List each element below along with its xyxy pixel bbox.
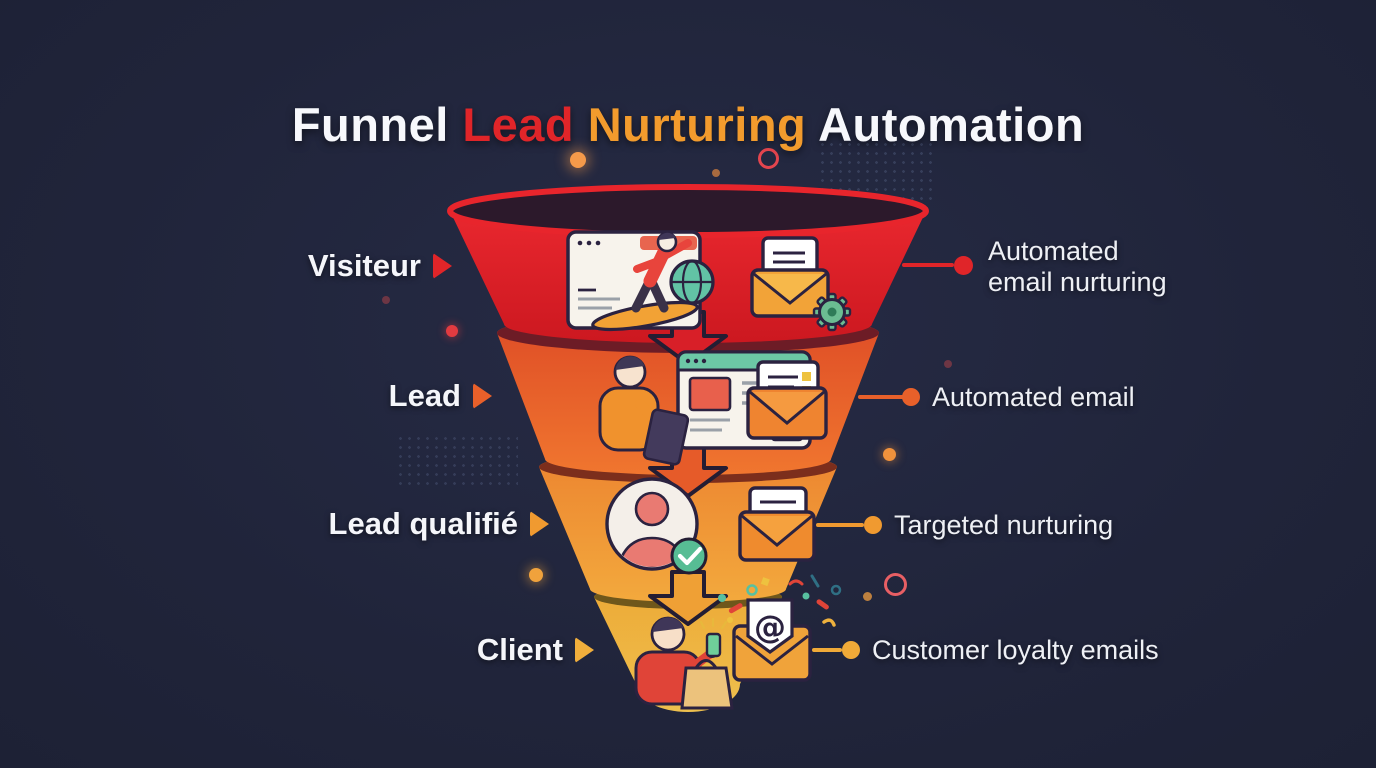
title-word-nurturing: Nurturing: [587, 98, 807, 152]
annotation-targeted-nurturing: Targeted nurturing: [894, 510, 1114, 540]
confetti: [718, 574, 842, 627]
qualified-lead-avatar-check-icon: [605, 477, 708, 575]
stage-label-text: Client: [476, 632, 563, 667]
email-document-icon: [746, 360, 828, 440]
connector-dot-2: [902, 388, 920, 406]
decor-dot-small: [712, 169, 720, 177]
connector-dot-4: [842, 641, 860, 659]
decor-dot-gold-small: [863, 592, 872, 601]
title-word-funnel: Funnel: [291, 98, 449, 152]
stage-label-lead: Lead: [389, 378, 492, 414]
decor-dot-gold: [529, 568, 543, 582]
decor-dot-orange: [570, 152, 586, 168]
gear-icon: [812, 292, 852, 332]
pointer-triangle-icon: [530, 511, 549, 537]
web-surfing-icon: [566, 230, 715, 332]
loyalty-email-at-icon: @: [718, 574, 842, 682]
at-symbol: @: [754, 608, 786, 646]
page-title: Funnel Lead Nurturing Automation: [0, 97, 1376, 152]
pointer-triangle-icon: [575, 637, 594, 663]
title-word-automation: Automation: [818, 98, 1085, 152]
stage-label-text: Visiteur: [307, 248, 421, 283]
annotation-customer-loyalty-emails: Customer loyalty emails: [872, 635, 1159, 665]
stage-label-lead-qualifie: Lead qualifié: [329, 506, 549, 542]
arrow-down-3: [648, 570, 728, 626]
decor-ring-red: [758, 148, 779, 169]
annotation-automated-email: Automated email: [932, 382, 1135, 412]
pointer-triangle-icon: [433, 253, 452, 279]
connector-line-4: [812, 648, 842, 652]
arrow-down-1: [648, 310, 728, 366]
funnel-stage-visiteur-rim: [447, 184, 929, 238]
connector-line-2: [858, 395, 904, 399]
decor-dot-red: [446, 325, 458, 337]
decor-ring-pink: [884, 573, 907, 596]
connector-line-3: [816, 523, 864, 527]
pointer-triangle-icon: [473, 383, 492, 409]
connector-dot-3: [864, 516, 882, 534]
targeted-email-icon: [738, 486, 816, 562]
connector-dot-1: [954, 256, 973, 275]
stage-label-client: Client: [477, 632, 594, 668]
automated-email-gear-icon: [750, 236, 852, 332]
connector-line-1: [902, 263, 954, 267]
decor-dot-red-faint: [382, 296, 390, 304]
decor-dot-faint-right: [944, 360, 952, 368]
dot-grid-mid-left: [396, 434, 518, 486]
annotation-automated-email-nurturing: Automated email nurturing: [988, 236, 1167, 297]
stage-label-text: Lead: [388, 378, 461, 413]
title-word-lead: Lead: [462, 98, 575, 152]
customer-purchase-icon: [634, 616, 734, 710]
decor-dot-orange2: [883, 448, 896, 461]
stage-label-visiteur: Visiteur: [308, 248, 452, 284]
stage-label-text: Lead qualifié: [328, 506, 518, 541]
